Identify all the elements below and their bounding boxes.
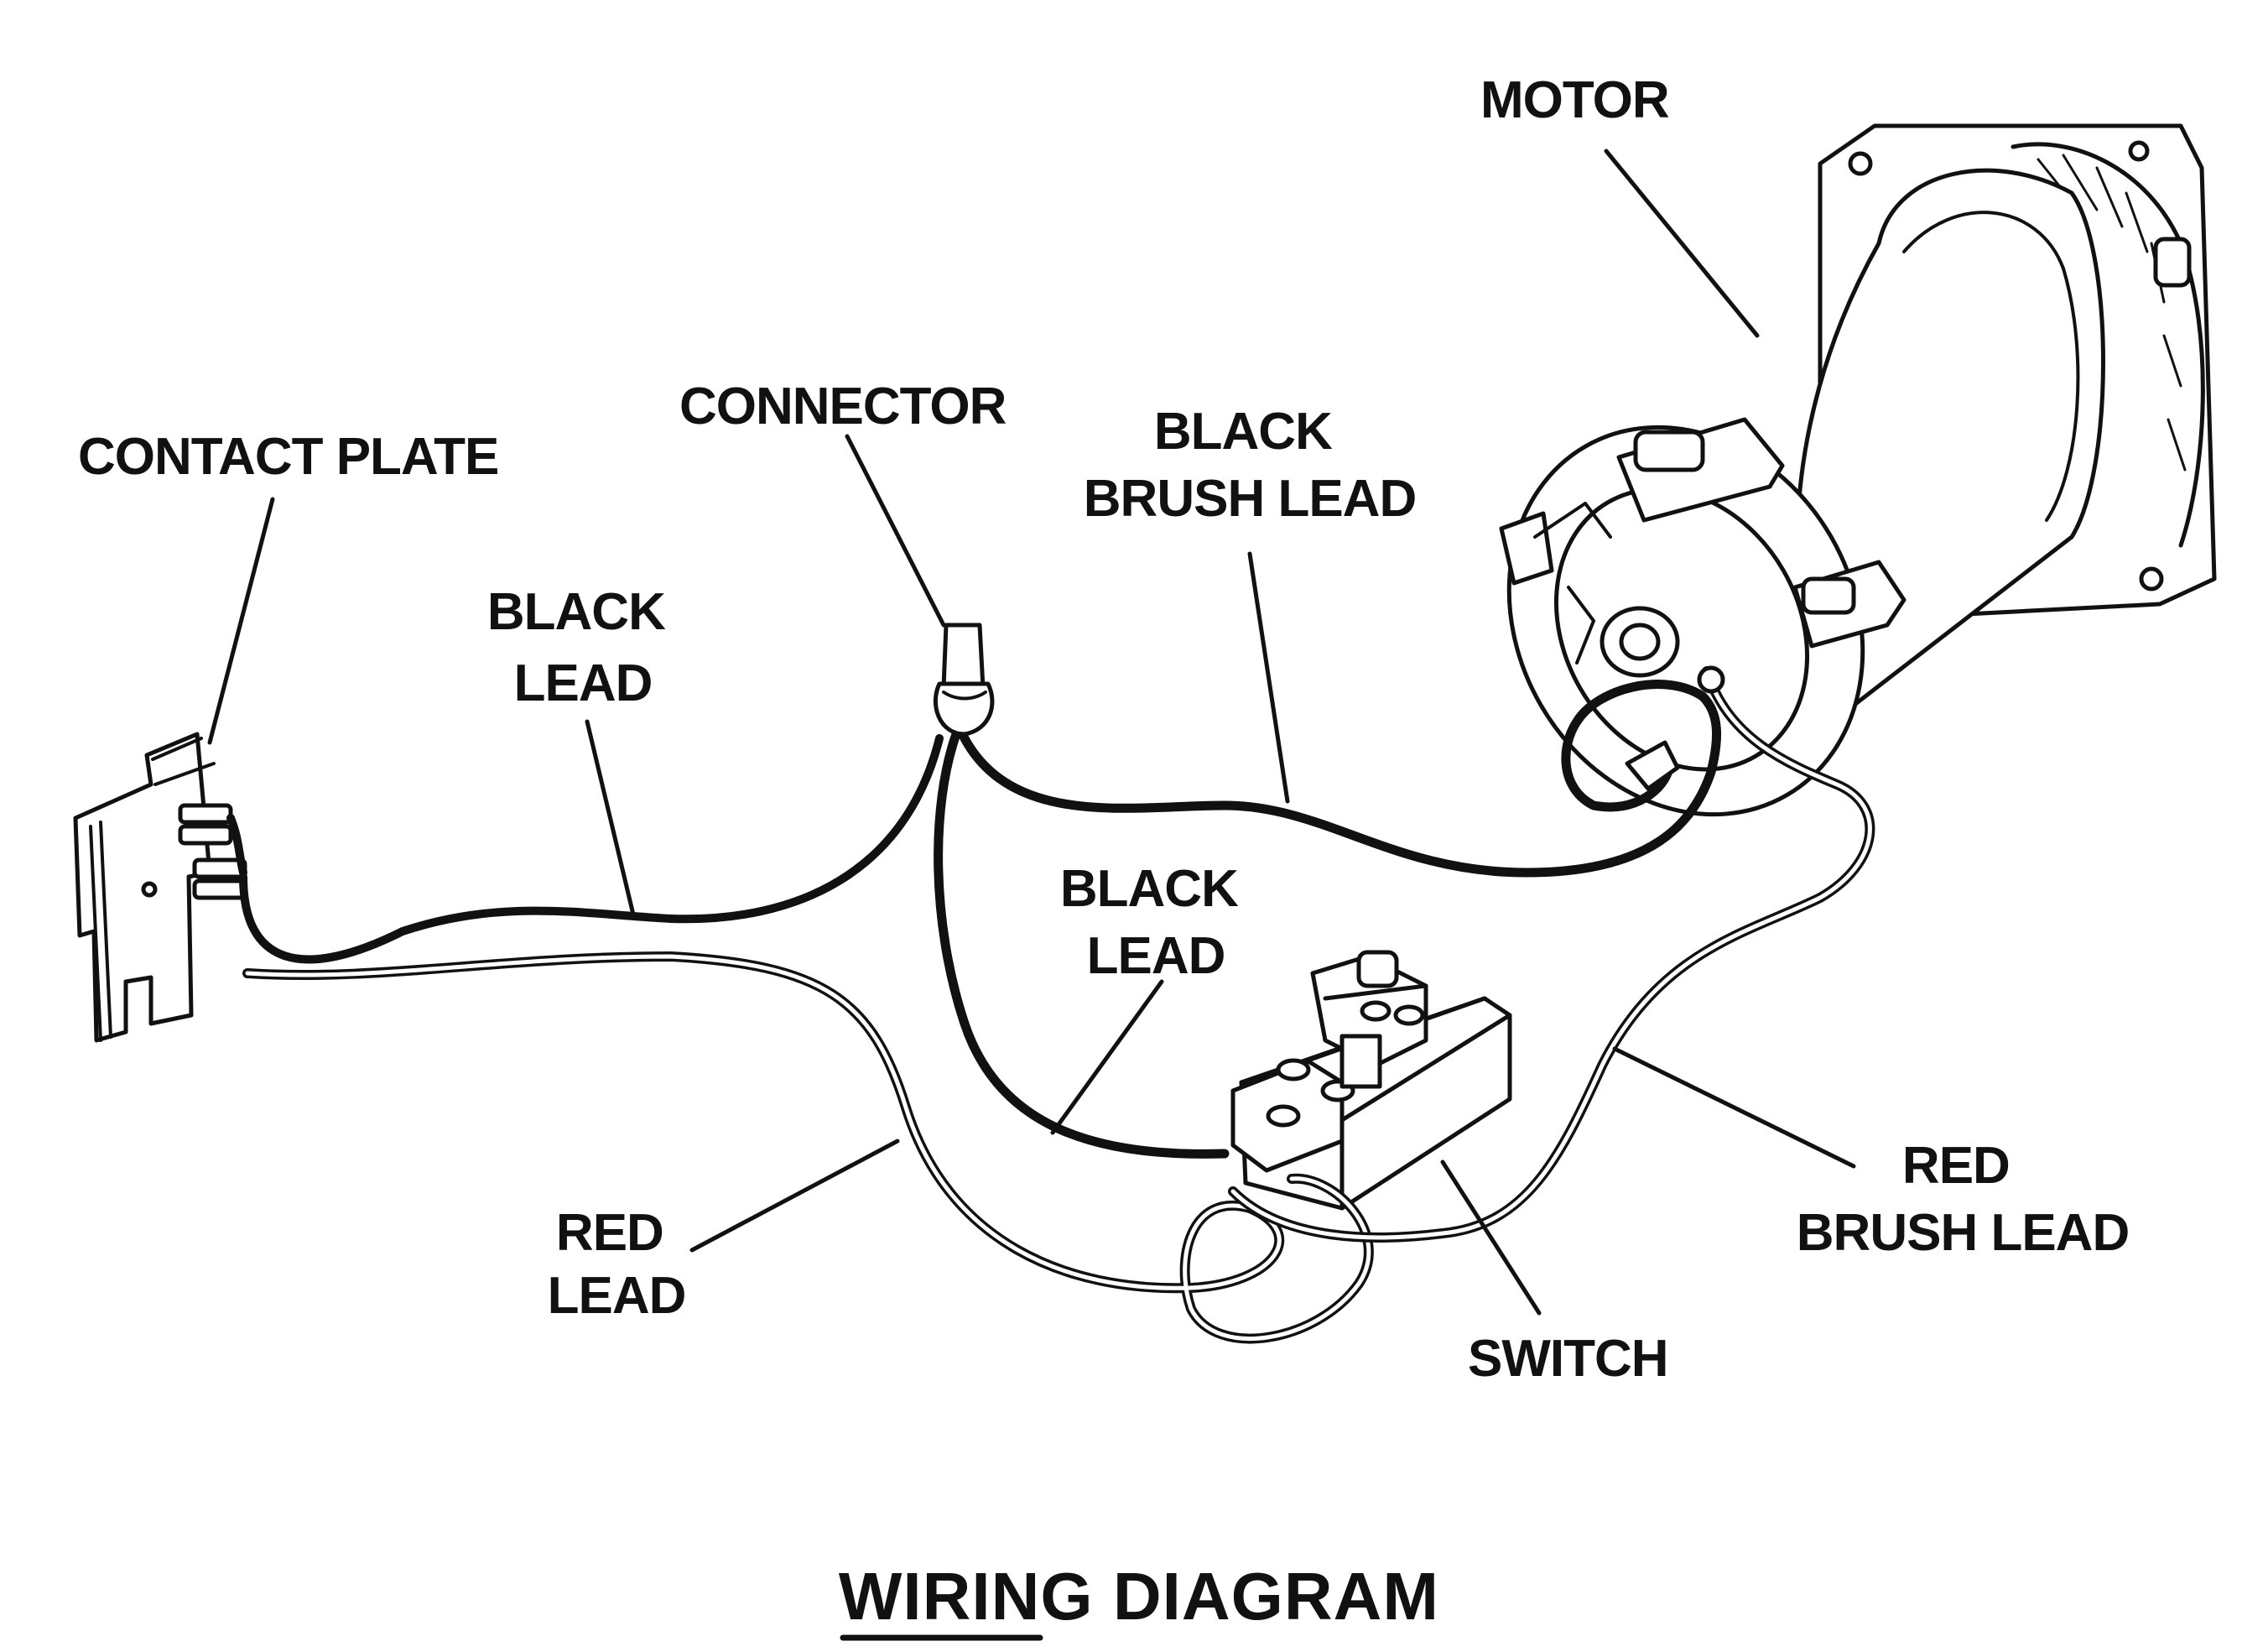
motor: [1499, 123, 2217, 817]
black-lead-wire: [239, 734, 944, 964]
label-motor: MOTOR: [1480, 71, 1669, 129]
label-switch: SWITCH: [1468, 1330, 1668, 1388]
label-black-brush-lead: BLACK BRUSH LEAD: [1084, 403, 1416, 528]
label-black-lead-center: BLACK LEAD: [1060, 860, 1251, 985]
label-red-brush-lead: RED BRUSH LEAD: [1797, 1137, 2129, 1262]
wiring: [239, 623, 1875, 1344]
label-black-lead-left: BLACK LEAD: [487, 583, 679, 712]
label-connector: CONNECTOR: [679, 378, 1007, 435]
red-lead-wire: [242, 951, 1374, 1344]
switch: [1230, 950, 1512, 1211]
diagram-title: WIRING DIAGRAM: [839, 1559, 1439, 1634]
label-contact-plate: CONTACT PLATE: [78, 428, 498, 486]
leader-lines: [207, 149, 1856, 1316]
label-red-lead: RED LEAD: [548, 1204, 686, 1325]
contact-plate: [73, 732, 247, 1043]
black-brush-lead-wire: [955, 680, 1722, 878]
connector: [934, 623, 995, 737]
black-lead-switch-wire: [934, 729, 1230, 1159]
